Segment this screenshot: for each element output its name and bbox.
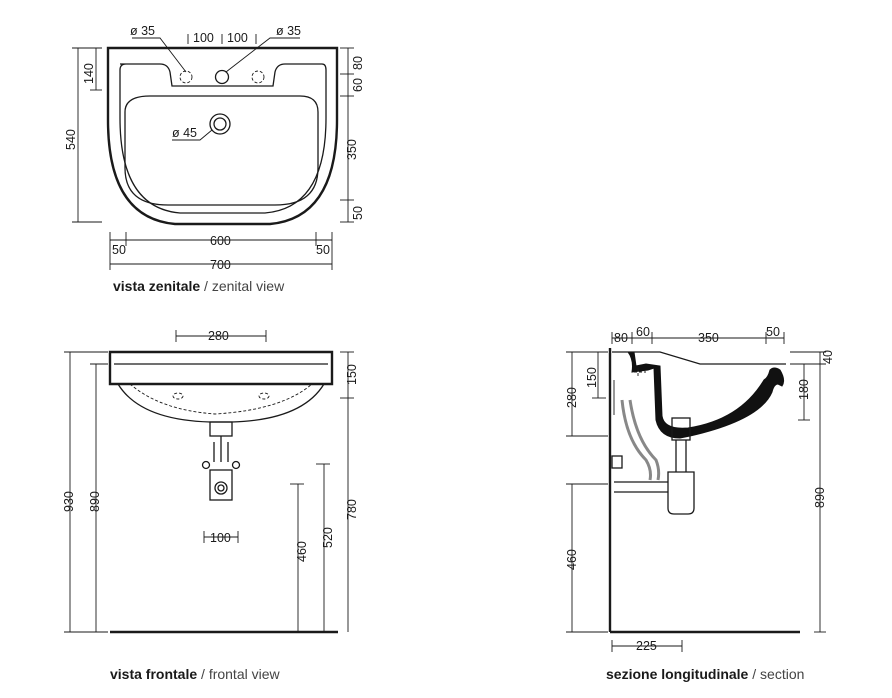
dim-front-780: 780 xyxy=(345,499,359,520)
dim-bottom-total: 700 xyxy=(210,258,231,272)
dim-hole-left: ø 35 xyxy=(130,24,155,38)
dim-front-280: 280 xyxy=(208,329,229,343)
front-rim xyxy=(108,350,334,386)
dim-section-150: 150 xyxy=(585,367,599,388)
dim-section-225: 225 xyxy=(636,639,657,653)
front-view-drawing: 280 930 890 150 780 520 460 100 xyxy=(62,329,359,634)
dim-section-280: 280 xyxy=(565,387,579,408)
section-drain xyxy=(671,417,691,441)
front-drain xyxy=(209,421,233,437)
dim-front-460: 460 xyxy=(295,541,309,562)
caption-front-view-en: frontal view xyxy=(208,666,280,682)
caption-section-view-en: section xyxy=(760,666,805,682)
leader-hole-right xyxy=(225,37,300,73)
leader-hole-left xyxy=(132,37,187,73)
caption-section-view-sep: / xyxy=(748,666,761,682)
dim-front-930: 930 xyxy=(62,491,76,512)
dim-section-40: 40 xyxy=(821,350,835,364)
dim-front-890: 890 xyxy=(88,491,102,512)
dim-hole-right: ø 35 xyxy=(276,24,301,38)
dim-section-60: 60 xyxy=(636,325,650,339)
dim-section-890: 890 xyxy=(813,487,827,508)
dim-spacing-right: 100 xyxy=(227,31,248,45)
supply-hose-2 xyxy=(628,399,661,481)
dim-right-50: 50 xyxy=(351,206,365,220)
tap-hole-right xyxy=(251,70,265,84)
dim-right-80: 80 xyxy=(351,56,365,70)
dim-right-60: 60 xyxy=(351,78,365,92)
section-basin xyxy=(612,351,785,439)
caption-section-view-it: sezione longitudinale xyxy=(606,666,749,682)
dim-back-deck: 140 xyxy=(82,63,96,84)
bowl-outline-top xyxy=(124,95,319,206)
dim-section-350: 350 xyxy=(698,331,719,345)
tap-hole-left xyxy=(179,70,193,84)
dim-front-100: 100 xyxy=(210,531,231,545)
caption-front-view-sep: / xyxy=(197,666,209,682)
dim-drain: ø 45 xyxy=(172,126,197,140)
dim-spacing-left: 100 xyxy=(193,31,214,45)
basin-outline-top xyxy=(106,46,339,226)
caption-front-view: vista frontale / frontal view xyxy=(110,666,280,682)
supply-hose-1 xyxy=(620,399,652,481)
dim-front-150: 150 xyxy=(345,364,359,385)
dim-section-460: 460 xyxy=(565,549,579,570)
caption-top-view: vista zenitale / zenital view xyxy=(113,278,284,294)
dim-section-180: 180 xyxy=(797,379,811,400)
front-trap xyxy=(209,469,233,501)
caption-section-view: sezione longitudinale / section xyxy=(606,666,804,682)
caption-top-view-sep: / xyxy=(200,278,212,294)
section-view-drawing: 80 60 350 50 280 150 40 180 890 460 225 xyxy=(565,325,835,653)
top-view-drawing: ø 35 ø 35 100 100 ø 45 540 140 80 60 350… xyxy=(64,24,365,272)
section-trap xyxy=(667,471,695,515)
caption-top-view-it: vista zenitale xyxy=(113,278,201,294)
front-bowl xyxy=(117,383,325,423)
dim-section-80: 80 xyxy=(614,331,628,345)
caption-front-view-it: vista frontale xyxy=(110,666,198,682)
leader-drain xyxy=(172,129,213,141)
dim-front-520: 520 xyxy=(321,527,335,548)
dim-depth-total: 540 xyxy=(64,129,78,150)
dim-right-350: 350 xyxy=(345,139,359,160)
dim-bottom-right: 50 xyxy=(316,243,330,257)
basin-rim-top xyxy=(119,63,327,214)
caption-top-view-en: zenital view xyxy=(211,278,285,294)
drain-inner xyxy=(213,117,227,131)
dim-bottom-left: 50 xyxy=(112,243,126,257)
dim-bottom-inner: 600 xyxy=(210,234,231,248)
drain-outer xyxy=(209,113,231,135)
tap-hole-center xyxy=(214,69,230,85)
dim-section-50: 50 xyxy=(766,325,780,339)
angle-valve xyxy=(611,455,623,469)
